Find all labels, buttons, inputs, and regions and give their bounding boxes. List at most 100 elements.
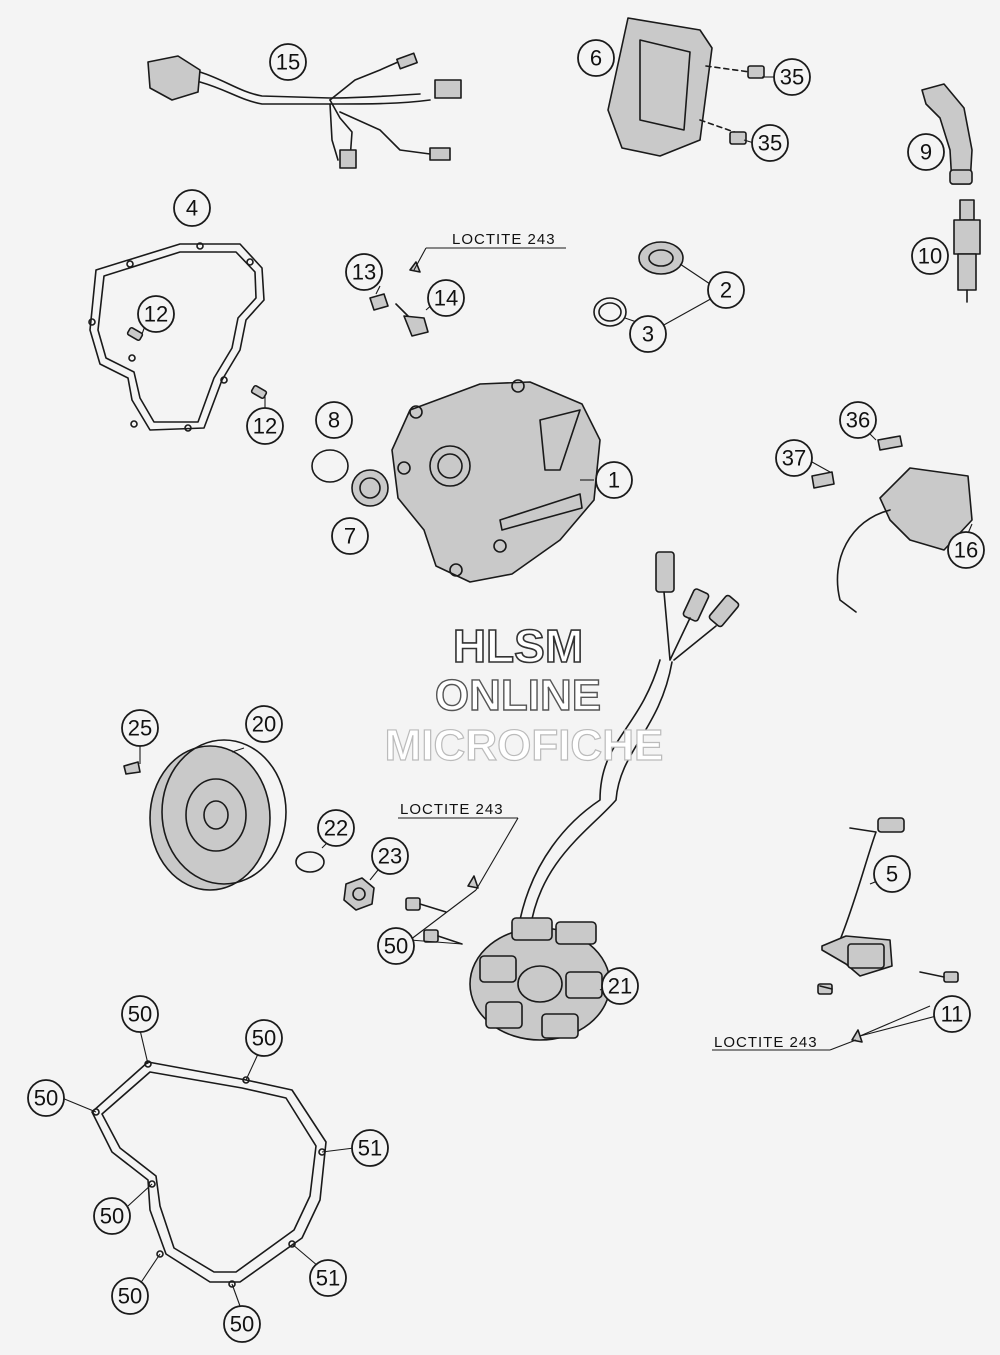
callout-50-gasket-top: 50 <box>121 995 159 1033</box>
callout-36: 36 <box>839 401 877 439</box>
spark-plug-cap-part <box>921 83 973 185</box>
callout-50-gasket-topright-number: 50 <box>252 1026 276 1051</box>
callout-7-number: 7 <box>344 524 356 549</box>
callout-8: 8 <box>315 401 353 439</box>
callout-12-upper-number: 12 <box>144 302 168 327</box>
callout-25: 25 <box>121 709 159 747</box>
callout-2: 2 <box>707 271 745 309</box>
callout-50-gasket-lowleft: 50 <box>111 1277 149 1315</box>
callout-6: 6 <box>577 39 615 77</box>
callout-2-number: 2 <box>720 278 732 303</box>
watermark: HLSM ONLINE MICROFICHE <box>384 619 664 770</box>
ignition-coil-part <box>811 435 973 613</box>
callout-15-number: 15 <box>276 50 300 75</box>
leader-lines <box>61 76 973 1307</box>
watermark-line-3: MICROFICHE <box>385 721 664 770</box>
callout-35-upper-number: 35 <box>780 65 804 90</box>
woodruff-key-part <box>123 761 141 775</box>
nut-part <box>343 877 375 911</box>
callout-50-gasket-bottom-number: 50 <box>230 1312 254 1337</box>
callout-20: 20 <box>245 705 283 743</box>
circlip-part <box>311 449 349 483</box>
callout-35-upper: 35 <box>773 58 811 96</box>
callout-50-gasket-left-number: 50 <box>34 1086 58 1111</box>
callout-50-gasket-mid-number: 50 <box>100 1204 124 1229</box>
callout-22-number: 22 <box>324 816 348 841</box>
callout-8-number: 8 <box>328 408 340 433</box>
callout-50-stator: 50 <box>377 927 415 965</box>
callout-4-number: 4 <box>186 196 198 221</box>
callout-6-number: 6 <box>590 46 602 71</box>
callout-25-number: 25 <box>128 716 152 741</box>
stator-part <box>469 917 611 1041</box>
callout-11-number: 11 <box>941 1002 964 1027</box>
ignition-cover-gasket-part <box>88 242 265 432</box>
callout-3-number: 3 <box>642 322 654 347</box>
screw-plug-part <box>593 241 684 327</box>
callout-51-gasket-lowright-number: 51 <box>316 1266 340 1291</box>
loctite-note-middle: LOCTITE 243 <box>400 801 504 818</box>
washer-part <box>295 851 325 873</box>
loctite-note-right: LOCTITE 243 <box>714 1034 818 1051</box>
callout-23: 23 <box>371 837 409 875</box>
callout-5: 5 <box>873 855 911 893</box>
pulse-generator-part <box>821 817 905 977</box>
callout-50-gasket-top-number: 50 <box>128 1002 152 1027</box>
shaft-seal-part <box>351 469 389 507</box>
callout-51-gasket-right-number: 51 <box>358 1136 382 1161</box>
callout-51-gasket-lowright: 51 <box>309 1259 347 1297</box>
callout-36-number: 36 <box>846 408 870 433</box>
callout-10-number: 10 <box>918 244 942 269</box>
callout-5-number: 5 <box>886 862 898 887</box>
callout-37-number: 37 <box>782 446 806 471</box>
callout-1: 1 <box>595 461 633 499</box>
callout-51-gasket-right: 51 <box>351 1129 389 1167</box>
callout-12-lower-number: 12 <box>253 414 277 439</box>
callout-12-upper: 12 <box>137 295 175 333</box>
callout-50-gasket-left: 50 <box>27 1079 65 1117</box>
callout-15: 15 <box>269 43 307 81</box>
callout-50-gasket-mid: 50 <box>93 1197 131 1235</box>
dowel-pin-part <box>126 326 268 400</box>
callout-50-gasket-topright: 50 <box>245 1019 283 1057</box>
callout-16-number: 16 <box>954 538 978 563</box>
callout-37: 37 <box>775 439 813 477</box>
loctite-note-top: LOCTITE 243 <box>452 231 556 248</box>
callout-13: 13 <box>345 253 383 291</box>
stator-screw-part <box>405 875 479 945</box>
callout-4: 4 <box>173 189 211 227</box>
cdi-unit-part <box>607 17 765 157</box>
callout-21: 21 <box>601 967 639 1005</box>
spark-plug-part <box>953 199 981 303</box>
callout-1-number: 1 <box>608 468 620 493</box>
callout-14: 14 <box>427 279 465 317</box>
ignition-cover-part <box>391 379 601 583</box>
callout-9-number: 9 <box>920 140 932 165</box>
callout-22: 22 <box>317 809 355 847</box>
callout-11: 11 <box>933 995 971 1033</box>
callout-7: 7 <box>331 517 369 555</box>
callout-21-number: 21 <box>608 974 632 999</box>
wiring-harness-part <box>147 52 462 169</box>
callout-20-number: 20 <box>252 712 276 737</box>
callout-13-number: 13 <box>352 260 376 285</box>
callout-9: 9 <box>907 133 945 171</box>
callout-14-number: 14 <box>434 286 458 311</box>
stator-cable-part <box>517 551 740 931</box>
callout-23-number: 23 <box>378 844 402 869</box>
callout-3: 3 <box>629 315 667 353</box>
callout-35-lower-number: 35 <box>758 131 782 156</box>
callout-12-lower: 12 <box>246 407 284 445</box>
callout-35-lower: 35 <box>751 124 789 162</box>
callout-16: 16 <box>947 531 985 569</box>
watermark-line-2: ONLINE <box>435 671 601 720</box>
watermark-line-1: HLSM <box>453 620 583 672</box>
callout-10: 10 <box>911 237 949 275</box>
callout-50-gasket-lowleft-number: 50 <box>118 1284 142 1309</box>
crankcase-gasket-part <box>91 1060 327 1288</box>
bolt-and-clip-part <box>369 261 429 337</box>
flywheel-part <box>149 739 287 891</box>
callout-50-gasket-bottom: 50 <box>223 1305 261 1343</box>
callout-50-stator-number: 50 <box>384 934 408 959</box>
